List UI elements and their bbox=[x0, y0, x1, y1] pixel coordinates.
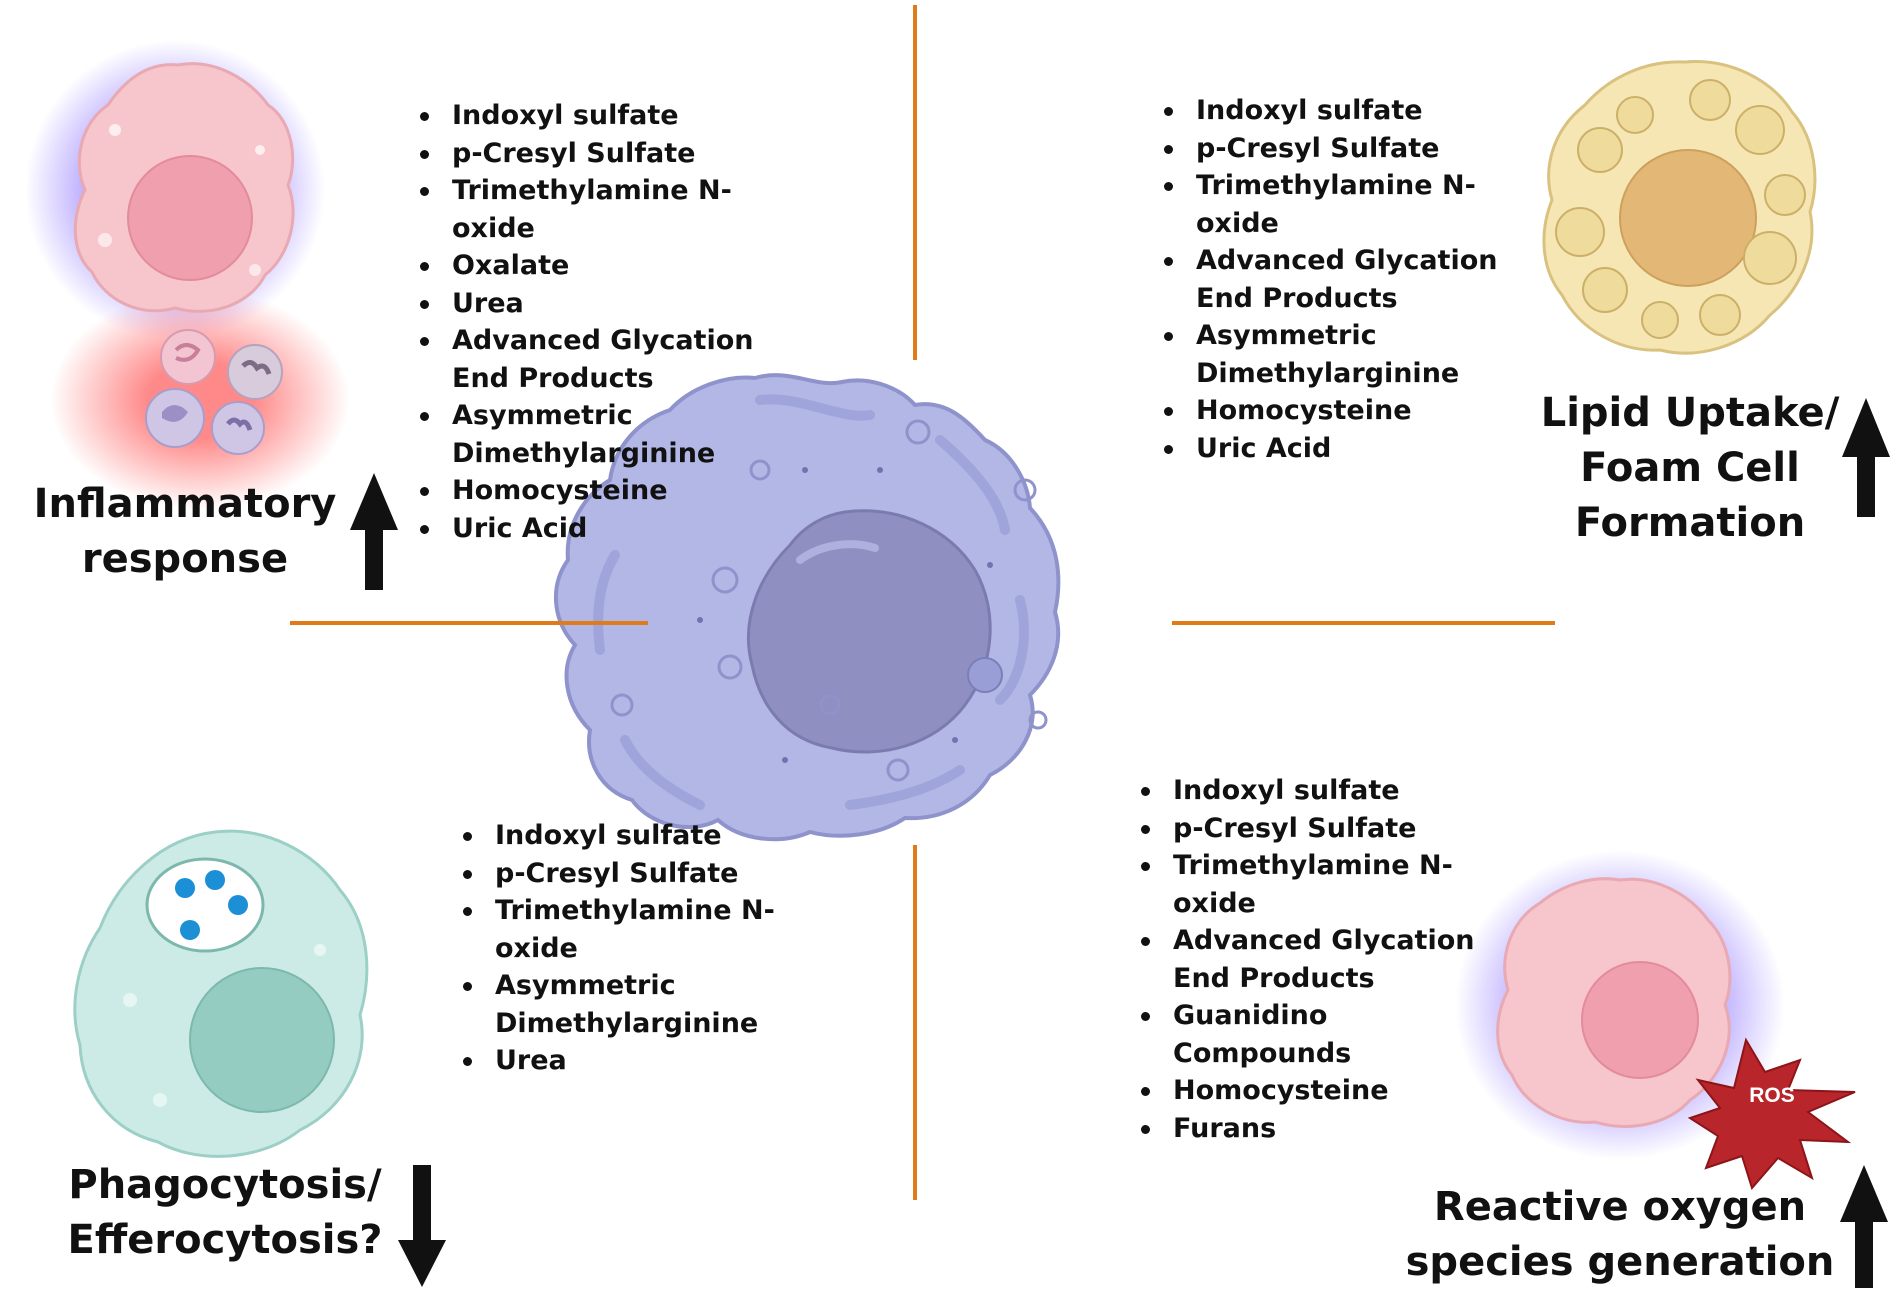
heading-line: Efferocytosis? bbox=[67, 1217, 383, 1263]
toxin-item: Asymmetric Dimethylarginine bbox=[420, 397, 772, 472]
toxin-item: Oxalate bbox=[420, 247, 772, 285]
toxin-item: Furans bbox=[1141, 1110, 1493, 1148]
toxin-item: p-Cresyl Sulfate bbox=[420, 135, 772, 173]
toxin-item: Indoxyl sulfate bbox=[1141, 772, 1493, 810]
toxin-item: Uric Acid bbox=[1164, 430, 1516, 468]
toxin-item: Homocysteine bbox=[1164, 392, 1516, 430]
macrophage-nucleus bbox=[747, 509, 992, 754]
toxin-item: p-Cresyl Sulfate bbox=[1141, 810, 1493, 848]
toxin-item: Urea bbox=[420, 285, 772, 323]
ros-cell-illustration bbox=[1455, 850, 1856, 1191]
divider-top bbox=[913, 5, 917, 360]
macrophage-vesicles bbox=[610, 419, 1048, 782]
heading-line: species generation bbox=[1405, 1239, 1835, 1285]
toxin-item: Trimethylamine N-oxide bbox=[463, 892, 815, 967]
heading-line: Inflammatory bbox=[33, 481, 337, 527]
ros-cell-nucleus bbox=[1581, 961, 1699, 1079]
heading-lipid-uptake: Lipid Uptake/ Foam Cell Formation bbox=[1520, 386, 1860, 551]
foam-cell-nucleus bbox=[1619, 149, 1757, 287]
toxin-item: Urea bbox=[463, 1042, 815, 1080]
foam-cell-illustration bbox=[1542, 60, 1817, 355]
heading-inflammatory-response: Inflammatory response bbox=[20, 477, 350, 587]
heading-line: Reactive oxygen bbox=[1433, 1184, 1807, 1230]
heading-phagocytosis: Phagocytosis/ Efferocytosis? bbox=[40, 1158, 410, 1268]
phagocyte-nucleus bbox=[189, 967, 335, 1113]
lipid-droplets bbox=[1555, 79, 1806, 339]
toxin-item: Asymmetric Dimethylarginine bbox=[463, 967, 815, 1042]
ros-burst-icon bbox=[1687, 1037, 1856, 1191]
up-arrow-icon bbox=[1842, 398, 1890, 517]
toxin-item: Trimethylamine N-oxide bbox=[1141, 847, 1493, 922]
toxin-item: p-Cresyl Sulfate bbox=[463, 855, 815, 893]
toxin-item: Indoxyl sulfate bbox=[1164, 92, 1516, 130]
heading-line: Foam Cell bbox=[1580, 445, 1800, 491]
toxin-item: Trimethylamine N-oxide bbox=[1164, 167, 1516, 242]
heading-line: Phagocytosis/ bbox=[68, 1162, 382, 1208]
toxin-item: p-Cresyl Sulfate bbox=[1164, 130, 1516, 168]
macrophage-granules bbox=[697, 467, 993, 763]
toxin-item: Asymmetric Dimethylarginine bbox=[1164, 317, 1516, 392]
inflamed-cell-nucleus bbox=[127, 155, 253, 281]
toxin-item: Uric Acid bbox=[420, 510, 772, 548]
toxin-item: Homocysteine bbox=[1141, 1072, 1493, 1110]
heading-line: response bbox=[81, 536, 289, 582]
down-arrow-icon bbox=[398, 1165, 446, 1287]
arrow-icons bbox=[350, 398, 1890, 1288]
divider-left bbox=[290, 621, 648, 625]
toxin-item: Advanced Glycation End Products bbox=[1141, 922, 1493, 997]
heading-line: Lipid Uptake/ bbox=[1540, 390, 1840, 436]
phagosome bbox=[145, 857, 265, 953]
inflammatory-cell-illustration bbox=[25, 40, 350, 510]
toxin-item: Guanidino Compounds bbox=[1141, 997, 1493, 1072]
toxin-item: Trimethylamine N-oxide bbox=[420, 172, 772, 247]
toxin-item: Homocysteine bbox=[420, 472, 772, 510]
heading-line: Formation bbox=[1574, 500, 1806, 546]
divider-bottom bbox=[913, 845, 917, 1200]
central-macrophage-illustration bbox=[554, 373, 1061, 842]
leukocyte bbox=[227, 344, 283, 400]
toxin-item: Indoxyl sulfate bbox=[420, 97, 772, 135]
divider-right bbox=[1172, 621, 1555, 625]
ros-label: ROS bbox=[1749, 1084, 1795, 1107]
leukocyte bbox=[211, 401, 265, 455]
up-arrow-icon bbox=[350, 473, 398, 590]
toxin-item: Advanced Glycation End Products bbox=[420, 322, 772, 397]
heading-ros-generation: Reactive oxygen species generation bbox=[1400, 1180, 1840, 1290]
up-arrow-icon bbox=[1840, 1165, 1888, 1288]
toxin-item: Indoxyl sulfate bbox=[463, 817, 815, 855]
phagocyte-illustration bbox=[73, 829, 369, 1158]
toxin-item: Advanced Glycation End Products bbox=[1164, 242, 1516, 317]
